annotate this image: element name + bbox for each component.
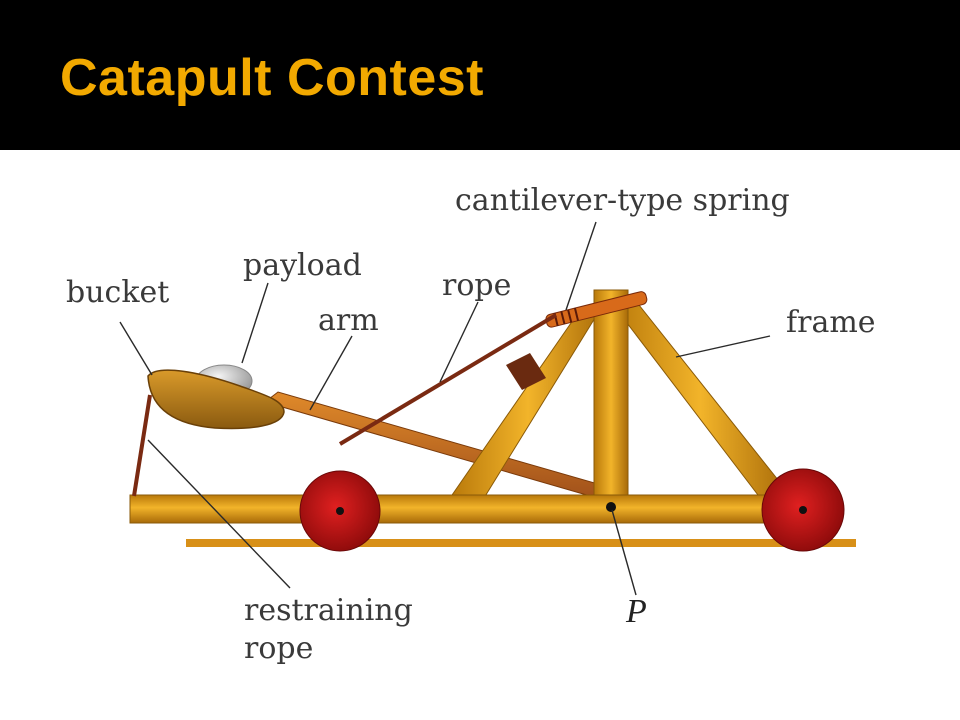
leader-frame xyxy=(675,335,771,358)
leader-bucket xyxy=(119,321,153,376)
leader-pivot xyxy=(611,509,637,596)
leader-payload xyxy=(241,282,269,364)
wheel-rear xyxy=(761,468,845,552)
wheel-front xyxy=(299,470,381,552)
label-cantilever-spring: cantilever-type spring xyxy=(455,183,790,218)
frame-rear-leg xyxy=(610,299,792,496)
leader-rope xyxy=(439,301,479,383)
arm-stop-block xyxy=(506,353,546,390)
diagram-area: cantilever-type spring payload bucket ro… xyxy=(0,150,960,720)
ground-line xyxy=(186,539,856,547)
frame-post xyxy=(593,289,629,499)
pivot-point xyxy=(606,502,616,512)
catapult-diagram: cantilever-type spring payload bucket ro… xyxy=(66,183,876,666)
label-arm: arm xyxy=(318,303,379,338)
bucket xyxy=(147,369,285,430)
label-pivot-p: P xyxy=(625,593,647,630)
label-restraining-line2: rope xyxy=(244,631,313,666)
label-restraining-line1: restraining xyxy=(244,593,413,628)
leader-arm xyxy=(309,335,353,411)
title-bar: Catapult Contest xyxy=(0,0,960,150)
leader-restraining-rope xyxy=(147,439,291,589)
rope xyxy=(338,313,558,446)
base-beam xyxy=(129,494,831,524)
label-rope: rope xyxy=(442,268,511,303)
slide-title: Catapult Contest xyxy=(60,49,484,107)
leader-spring xyxy=(565,221,597,311)
label-frame: frame xyxy=(786,305,876,340)
label-bucket: bucket xyxy=(66,275,169,310)
label-payload: payload xyxy=(243,248,362,283)
restraining-rope xyxy=(132,394,152,497)
